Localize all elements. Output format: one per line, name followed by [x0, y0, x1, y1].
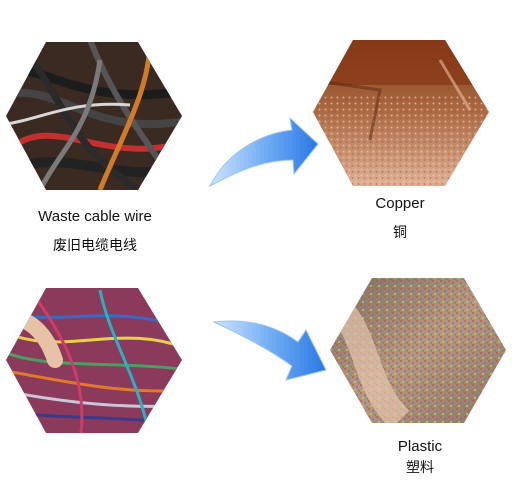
waste-cable-image: [6, 42, 182, 190]
colored-wires-image: [6, 288, 182, 433]
waste-cable-label-cn: 废旧电缆电线: [53, 238, 137, 254]
plastic-label-cn: 塑料: [406, 460, 434, 476]
copper-image: [313, 40, 489, 186]
arrow-to-copper-icon: [208, 116, 319, 188]
arrow-to-plastic-icon: [212, 320, 327, 381]
copper-label: Copper: [375, 195, 425, 212]
copper-label-cn: 铜: [393, 225, 407, 241]
waste-cable-label: Waste cable wire: [38, 208, 152, 225]
plastic-label: Plastic: [397, 438, 443, 455]
plastic-image: [330, 278, 506, 423]
